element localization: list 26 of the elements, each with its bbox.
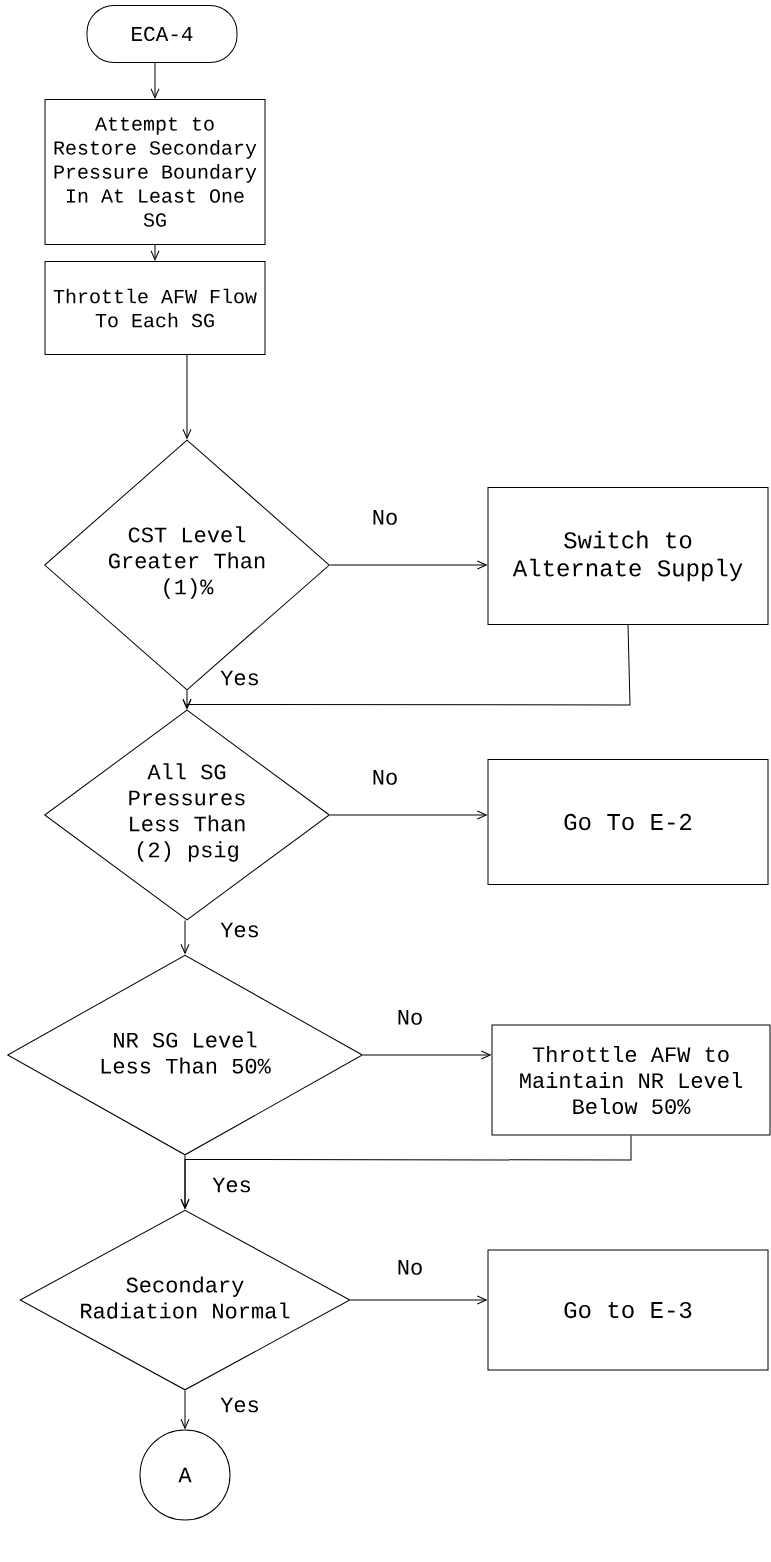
edge-label: No (369, 508, 401, 527)
process-box: Throttle AFW to Maintain NR Level Below 50% (491, 1024, 771, 1136)
arrow (362, 1050, 491, 1060)
edge-label: Yes (218, 668, 262, 688)
arrow (329, 810, 487, 820)
edge-label: No (369, 768, 401, 787)
process-box: Throttle AFW Flow To Each SG (44, 261, 266, 355)
edge-label: Yes (210, 1175, 254, 1195)
process-box: Go to E-3 (487, 1249, 769, 1371)
arrow (350, 1295, 487, 1305)
process-box: Attempt to Restore Secondary Pressure Boundary In At Least One SG (44, 99, 266, 245)
arrow (182, 624, 631, 709)
arrow (150, 244, 160, 261)
edge-label: Yes (218, 920, 262, 940)
arrow (180, 920, 190, 954)
edge-label: No (394, 1008, 426, 1027)
arrow (182, 354, 192, 439)
start-terminal: ECA-4 (86, 5, 238, 63)
edge-label: No (394, 1258, 426, 1277)
edge-label: Yes (218, 1395, 262, 1415)
arrow (180, 1135, 632, 1209)
arrow (150, 62, 160, 99)
process-box: Go To E-2 (487, 759, 769, 885)
process-box: Switch to Alternate Supply (487, 487, 769, 625)
arrow (180, 1390, 190, 1429)
arrow (329, 560, 487, 570)
